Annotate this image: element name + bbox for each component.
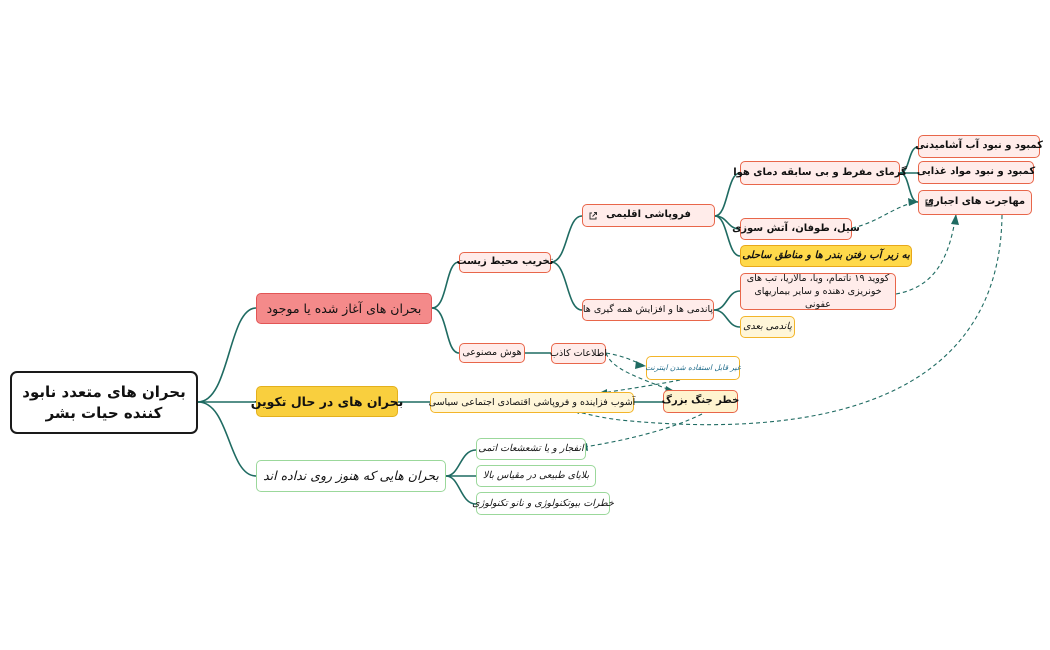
node-misinfo[interactable]: اطلاعات کاذب [550, 343, 607, 364]
link-existing-ai [431, 307, 460, 354]
node-water[interactable]: کمبود و نبود آب آشامیدنی [915, 135, 1043, 158]
branch-forming[interactable]: بحران های در حال تکوین [251, 386, 403, 417]
node-food-label: کمبود و نبود مواد غذایی [916, 166, 1036, 178]
link-existing-env [431, 261, 460, 309]
node-pandemics[interactable]: پاندمی ها و افزایش همه گیری ها [582, 299, 714, 321]
link-root-notyet [197, 401, 257, 477]
rel-war-nuclear [576, 413, 703, 449]
node-disasters[interactable]: بلایای طبیعی در مقیاس بالا [476, 465, 596, 487]
node-food[interactable]: کمبود و نبود مواد غذایی [916, 161, 1036, 184]
node-covid-label: کووید ۱۹ ناتمام، وبا، مالاریا، تب های خو… [746, 272, 890, 311]
node-environment-label: تخریب محیط زیست [456, 256, 554, 268]
link-root-existing [197, 307, 257, 403]
node-internet[interactable]: غیر قابل استفاده شدن اینترنت [645, 356, 741, 380]
node-migration-label: مهاجرت های اجباری [924, 196, 1026, 208]
link-climate-heat [714, 172, 741, 217]
branch-existing-label: بحران های آغاز شده یا موجود [266, 300, 422, 316]
branch-existing[interactable]: بحران های آغاز شده یا موجود [256, 293, 432, 324]
branch-not-yet-label: بحران هایی که هنوز روی نداده اند [263, 468, 439, 484]
link-pandemics-next [713, 309, 741, 328]
rel-floods-migration [851, 201, 919, 229]
node-biotech-label: خطرات بیوتکنولوژی و نانو تکنولوژی [472, 497, 614, 509]
node-nuclear-label: انفجار و یا تشعشعات اتمی [478, 443, 584, 455]
node-floods-label: سیل، طوفان، آتش سوزی [732, 222, 860, 234]
branch-forming-label: بحران های در حال تکوین [250, 393, 404, 409]
node-war-label: خطر جنگ بزرگ [661, 395, 740, 407]
node-covid[interactable]: کووید ۱۹ ناتمام، وبا، مالاریا، تب های خو… [740, 273, 896, 310]
link-env-climate [550, 215, 583, 263]
link-climate-ports [714, 215, 741, 257]
node-turmoil-label: آشوب فزاینده و فروپاشی اقتصادی اجتماعی س… [428, 396, 636, 408]
node-water-label: کمبود و نبود آب آشامیدنی [915, 140, 1043, 152]
node-climate-label: فروپاشی اقلیمی [606, 209, 691, 221]
node-environment[interactable]: تخریب محیط زیست [456, 252, 554, 273]
node-heat-label: گرمای مفرط و بی سابقه دمای هوا [733, 166, 907, 178]
root-node[interactable]: بحران های متعدد نابود کننده حیات بشر [10, 371, 198, 434]
node-pandemics-label: پاندمی ها و افزایش همه گیری ها [582, 304, 714, 316]
rel-misinfo-war [605, 352, 676, 393]
link-notyet-biotech [445, 475, 477, 505]
node-misinfo-label: اطلاعات کاذب [550, 347, 607, 359]
link-notyet-nuclear [445, 449, 477, 477]
node-ai-label: هوش مصنوعی [462, 347, 522, 359]
rel-migration-turmoil [569, 214, 1003, 426]
node-turmoil[interactable]: آشوب فزاینده و فروپاشی اقتصادی اجتماعی س… [428, 392, 636, 413]
node-heat[interactable]: گرمای مفرط و بی سابقه دمای هوا [733, 161, 907, 185]
node-ports[interactable]: به زیر آب رفتن بندر ها و مناطق ساحلی [740, 245, 912, 267]
node-next-pandemic[interactable]: پاندمی بعدی [740, 316, 795, 338]
root-label: بحران های متعدد نابود کننده حیات بشر [22, 383, 186, 422]
node-nuclear[interactable]: انفجار و یا تشعشعات اتمی [476, 438, 586, 460]
branch-not-yet[interactable]: بحران هایی که هنوز روی نداده اند [256, 460, 446, 492]
node-ai[interactable]: هوش مصنوعی [459, 343, 525, 363]
node-war[interactable]: خطر جنگ بزرگ [661, 390, 740, 413]
node-disasters-label: بلایای طبیعی در مقیاس بالا [482, 470, 590, 482]
link-env-pandemics [550, 261, 583, 311]
node-ports-label: به زیر آب رفتن بندر ها و مناطق ساحلی [742, 249, 910, 261]
link-pandemics-covid [713, 290, 741, 311]
node-floods[interactable]: سیل، طوفان، آتش سوزی [732, 218, 860, 240]
external-link-icon[interactable] [588, 211, 598, 221]
rel-internet-turmoil [596, 379, 681, 395]
node-next-pandemic-label: پاندمی بعدی [743, 321, 792, 333]
node-biotech[interactable]: خطرات بیوتکنولوژی و نانو تکنولوژی [472, 492, 614, 515]
node-internet-label: غیر قابل استفاده شدن اینترنت [645, 363, 741, 373]
node-migration[interactable]: مهاجرت های اجباری [918, 190, 1032, 215]
node-climate[interactable]: فروپاشی اقلیمی [582, 204, 715, 227]
rel-misinfo-internet [605, 352, 647, 367]
external-link-icon[interactable] [924, 198, 934, 208]
